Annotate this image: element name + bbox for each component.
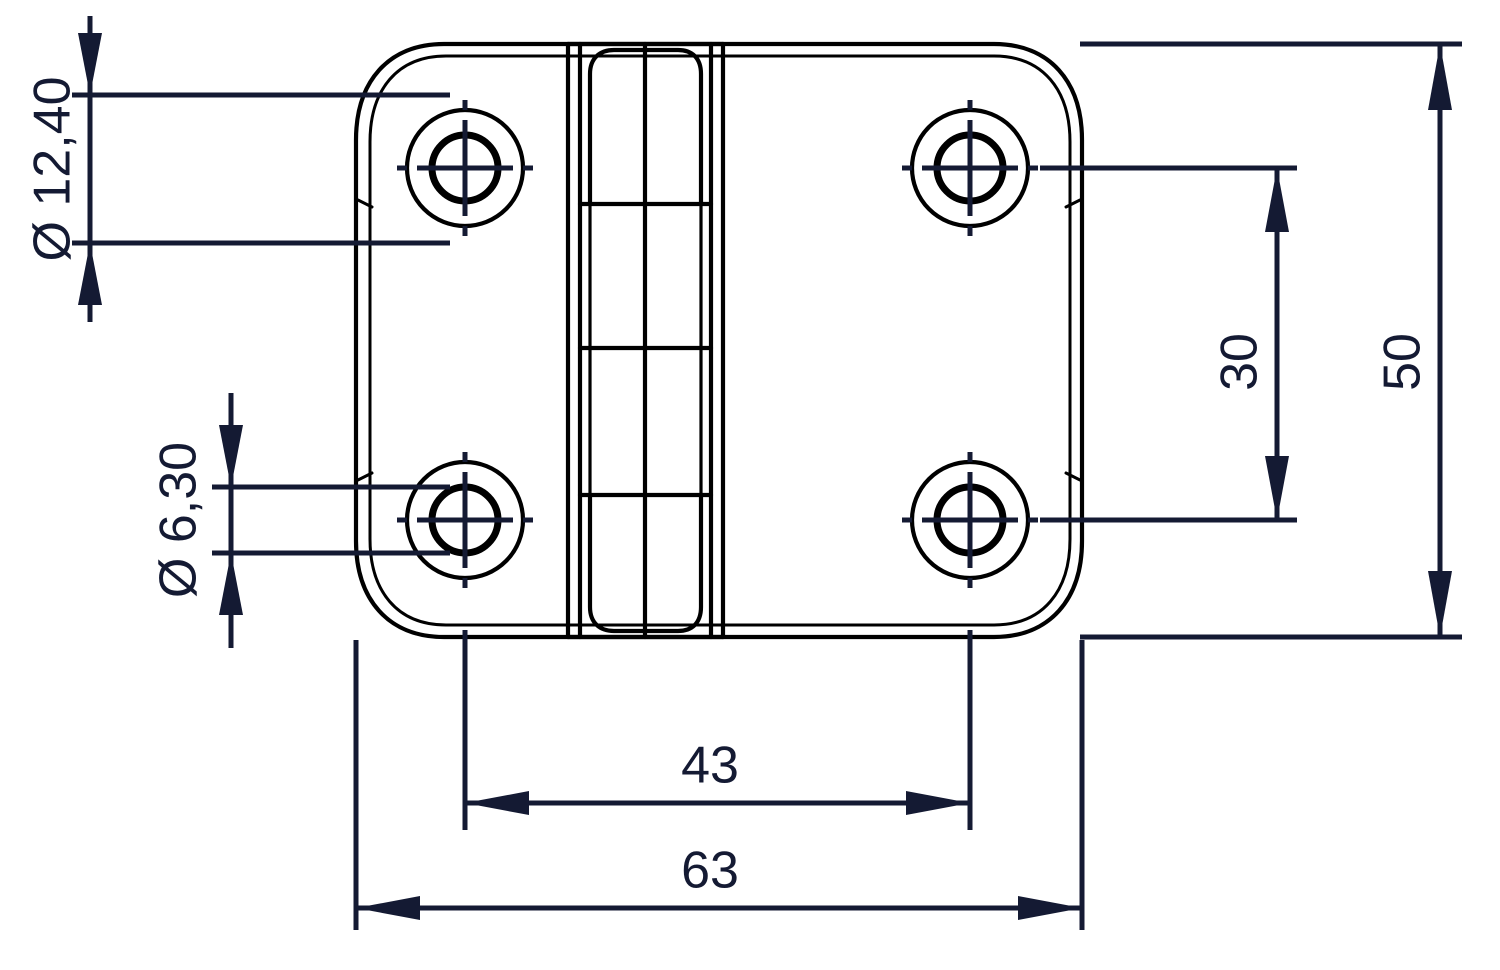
hole-centre-marks bbox=[397, 100, 1038, 588]
centre-mark-top-left bbox=[397, 100, 533, 236]
dimension-hole-through-diameter bbox=[212, 393, 450, 648]
hinge-plate-inner-contour bbox=[368, 54, 1072, 627]
centre-mark-bottom-right bbox=[902, 452, 1038, 588]
arrowhead bbox=[1428, 571, 1452, 637]
dimension-label-hole-vertical-spacing: 30 bbox=[1211, 333, 1269, 391]
hinge-knuckle bbox=[565, 41, 726, 640]
mounting-holes bbox=[404, 107, 1031, 581]
dimension-overall-height bbox=[1080, 41, 1462, 640]
dimension-label-overall-width: 63 bbox=[681, 842, 739, 900]
arrowhead bbox=[1018, 896, 1082, 920]
hinge-plate-outline bbox=[353, 41, 1085, 640]
arrowhead bbox=[356, 896, 420, 920]
dimension-hole-horizontal-spacing bbox=[462, 630, 973, 830]
dimension-label-counterbore-diameter: Ø 12,40 bbox=[24, 76, 82, 261]
arrowhead bbox=[219, 553, 243, 615]
contour-tick-marks bbox=[356, 198, 1082, 482]
centre-mark-bottom-left bbox=[397, 452, 533, 588]
centre-mark-top-right bbox=[902, 100, 1038, 236]
arrowhead bbox=[78, 243, 102, 305]
dimension-label-hole-horizontal-spacing: 43 bbox=[681, 737, 739, 795]
arrowhead bbox=[219, 425, 243, 487]
dimension-hole-counterbore-diameter bbox=[72, 16, 450, 322]
dimension-overall-width bbox=[353, 640, 1085, 930]
knuckle-inner-rails bbox=[588, 204, 703, 495]
arrowhead bbox=[906, 791, 970, 815]
arrowhead bbox=[1265, 168, 1289, 232]
dimension-label-overall-height: 50 bbox=[1374, 333, 1432, 391]
dimension-hole-vertical-spacing bbox=[1040, 165, 1297, 523]
knuckle-end-edges bbox=[565, 41, 726, 640]
arrowhead bbox=[465, 791, 529, 815]
dimension-label-through-diameter: Ø 6,30 bbox=[150, 442, 208, 598]
arrowhead bbox=[78, 33, 102, 95]
knuckle-leaf-segments bbox=[577, 47, 714, 634]
arrowhead bbox=[1428, 44, 1452, 110]
arrowhead bbox=[1265, 456, 1289, 520]
